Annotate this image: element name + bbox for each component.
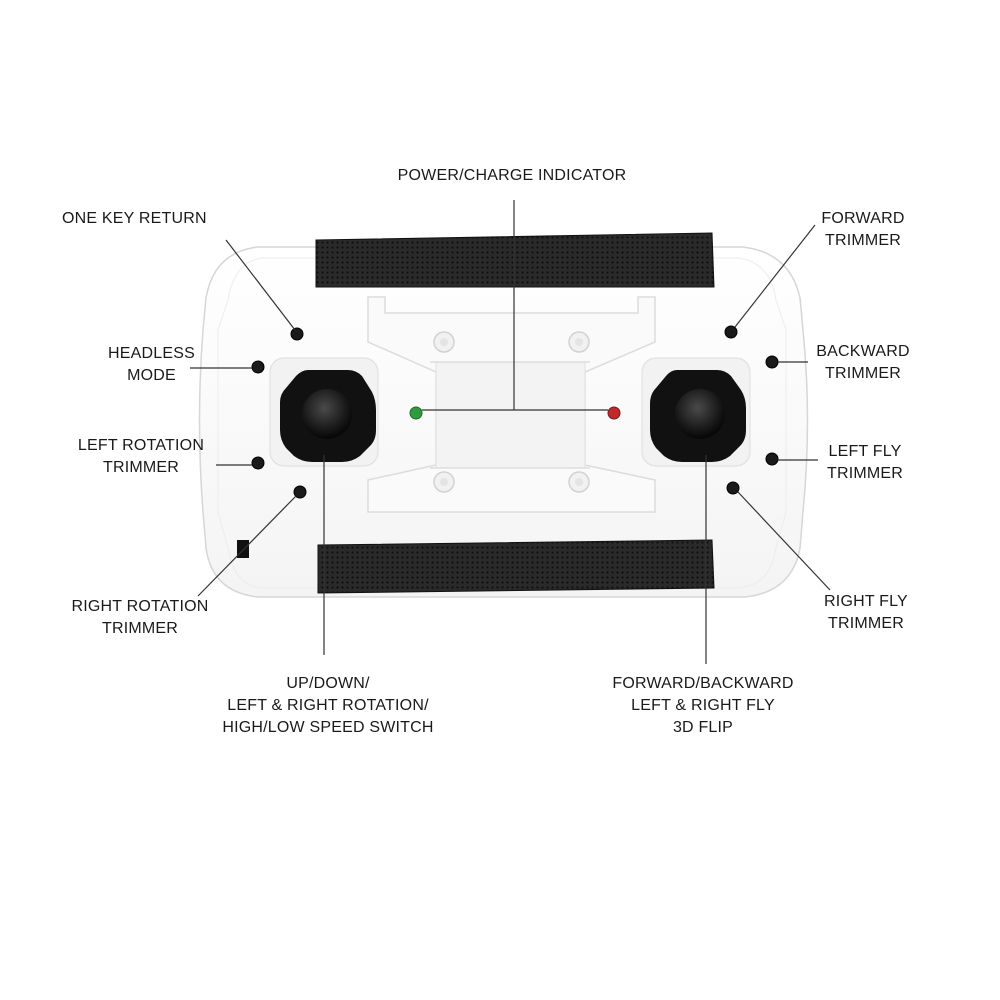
top-grip [315, 232, 715, 288]
charge-led [607, 406, 621, 420]
bottom-grip [317, 539, 715, 594]
label-left-rotation-trimmer: LEFT ROTATION TRIMMER [77, 437, 205, 476]
label-headless-mode: HEADLESS MODE [108, 345, 195, 384]
one-key-return-button[interactable] [290, 327, 304, 341]
power-switch[interactable] [237, 540, 249, 558]
right-rotation-trimmer-button[interactable] [293, 485, 307, 499]
body-inner-edge [217, 257, 787, 589]
label-right-fly-trimmer: RIGHT FLY TRIMMER [824, 593, 908, 632]
label-right-stick-functions: FORWARD/BACKWARD LEFT & RIGHT FLY 3D FLI… [612, 675, 794, 736]
label-left-stick-functions: UP/DOWN/ LEFT & RIGHT ROTATION/ HIGH/LOW… [222, 675, 434, 736]
left-fly-trimmer-button[interactable] [765, 452, 779, 466]
holder-window [435, 361, 586, 469]
forward-trimmer-button[interactable] [724, 325, 738, 339]
left-stick-cap [302, 389, 352, 439]
label-backward-trimmer: BACKWARD TRIMMER [816, 343, 910, 382]
right-stick-cap [675, 389, 725, 439]
label-right-rotation-trimmer: RIGHT ROTATION TRIMMER [71, 598, 209, 637]
label-one-key-return: ONE KEY RETURN [62, 210, 207, 227]
power-led [409, 406, 423, 420]
backward-trimmer-button[interactable] [765, 355, 779, 369]
right-fly-trimmer-button[interactable] [726, 481, 740, 495]
headless-mode-button[interactable] [251, 360, 265, 374]
leader-lines [190, 200, 831, 664]
label-power-charge-indicator: POWER/CHARGE INDICATOR [397, 167, 627, 184]
label-forward-trimmer: FORWARD TRIMMER [821, 210, 905, 249]
left-rotation-trimmer-button[interactable] [251, 456, 265, 470]
label-left-fly-trimmer: LEFT FLY TRIMMER [826, 443, 904, 482]
